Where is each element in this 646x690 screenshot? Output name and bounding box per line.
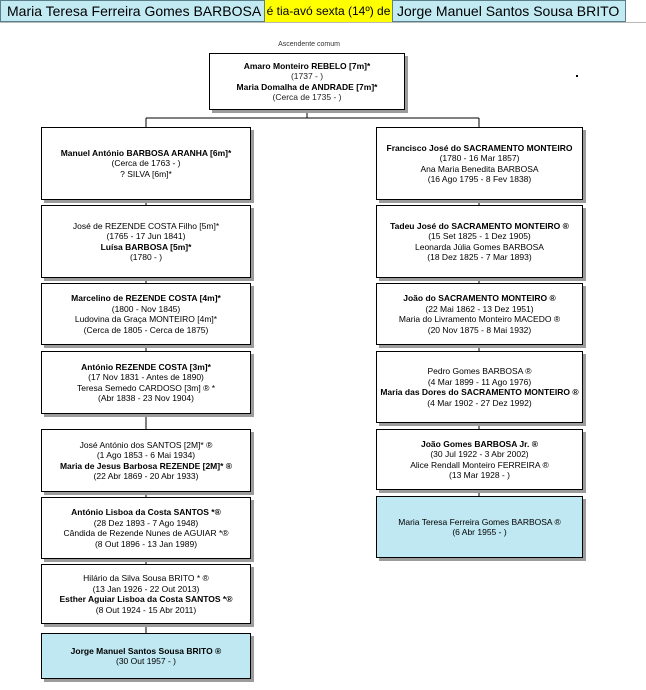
person-dates: (15 Set 1825 - 1 Dez 1905) xyxy=(428,231,531,241)
relation-label: é tia-avó sexta (14º) de xyxy=(265,0,392,22)
person-name: José de REZENDE COSTA Filho [5m]* xyxy=(72,220,220,231)
common-ancestor-dates-2: (Cerca de 1735 - ) xyxy=(272,92,342,102)
common-ancestor-name-1: Amaro Monteiro REBELO [7m]* xyxy=(243,60,371,71)
right-generation-box[interactable]: Tadeu José do SACRAMENTO MONTEIRO ® (15 … xyxy=(376,205,583,278)
person-b-header: Jorge Manuel Santos Sousa BRITO xyxy=(392,0,626,22)
left-generation-box[interactable]: José António dos SANTOS [2M]* ® (1 Ago 1… xyxy=(41,429,251,492)
spouse-dates: (20 Nov 1875 - 8 Mai 1932) xyxy=(427,324,532,335)
person-name: Hilário da Silva Sousa BRITO * ® xyxy=(83,573,209,583)
spouse-name: Luísa BARBOSA [5m]* xyxy=(100,241,192,252)
left-generation-box[interactable]: Manuel António BARBOSA ARANHA [6m]* (Cer… xyxy=(41,127,251,200)
left-generation-box[interactable]: Hilário da Silva Sousa BRITO * ® (13 Jan… xyxy=(41,564,251,624)
person-dates: (22 Mai 1862 - 13 Dez 1951) xyxy=(425,303,534,314)
spouse-dates: (4 Mar 1902 - 27 Dez 1992) xyxy=(427,397,532,408)
spouse-name: Teresa Semedo CARDOSO [3m] ® * xyxy=(76,382,216,393)
person-dates: (17 Nov 1831 - Antes de 1890) xyxy=(88,372,204,382)
spouse-dates: (8 Out 1896 - 13 Jan 1989) xyxy=(94,538,198,549)
person-name: Francisco José do SACRAMENTO MONTEIRO xyxy=(386,142,573,153)
spouse-dates: (13 Mar 1928 - ) xyxy=(449,470,510,480)
spouse-name: Maria das Dores do SACRAMENTO MONTEIRO ® xyxy=(380,387,579,397)
right-generation-box[interactable]: João do SACRAMENTO MONTEIRO ® (22 Mai 18… xyxy=(376,283,583,345)
person-dates: (30 Jul 1922 - 3 Abr 2002) xyxy=(430,449,529,459)
person-name: Tadeu José do SACRAMENTO MONTEIRO ® xyxy=(390,220,569,231)
spouse-name: Ludovina da Graça MONTEIRO [4m]* xyxy=(74,314,218,324)
person-name: António REZENDE COSTA [3m]* xyxy=(81,361,211,372)
spouse-dates: (8 Out 1924 - 15 Abr 2011) xyxy=(95,604,197,615)
spouse-dates: (22 Abr 1869 - 20 Abr 1933) xyxy=(93,471,199,481)
left-generation-box[interactable]: António Lisboa da Costa SANTOS *® (28 De… xyxy=(41,497,251,559)
person-dates: (1780 - 16 Mar 1857) xyxy=(439,153,520,163)
person-dates: (1800 - Nov 1845) xyxy=(111,303,181,314)
spouse-name: Alice Rendall Monteiro FERREIRA ® xyxy=(410,459,549,470)
right-generation-box[interactable]: Pedro Gomes BARBOSA ® (4 Mar 1899 - 11 A… xyxy=(376,351,583,423)
spouse-name: Leonarda Júlia Gomes BARBOSA xyxy=(415,241,544,252)
header-divider xyxy=(0,22,646,23)
common-ancestor-box[interactable]: Amaro Monteiro REBELO [7m]* (1737 - ) Ma… xyxy=(209,53,405,110)
person-name: António Lisboa da Costa SANTOS *® xyxy=(71,507,221,517)
left-generation-box[interactable]: Marcelino de REZENDE COSTA [4m]* (1800 -… xyxy=(41,283,251,345)
person-a-header: Maria Teresa Ferreira Gomes BARBOSA xyxy=(0,0,265,22)
spouse-name: ? SILVA [6m]* xyxy=(120,168,172,179)
spouse-dates: (16 Ago 1795 - 8 Fev 1838) xyxy=(427,174,532,184)
person-name: João Gomes BARBOSA Jr. ® xyxy=(421,438,538,449)
spouse-name: Maria do Livramento Monteiro MACEDO ® xyxy=(398,314,561,324)
person-name: Marcelino de REZENDE COSTA [4m]* xyxy=(71,293,221,303)
target-person-box-b[interactable]: Jorge Manuel Santos Sousa BRITO ® (30 Ou… xyxy=(41,633,251,679)
person-name: Pedro Gomes BARBOSA ® xyxy=(427,366,532,376)
spouse-name: Esther Aguiar Lisboa da Costa SANTOS *® xyxy=(59,594,233,604)
person-name: José António dos SANTOS [2M]* ® xyxy=(79,439,213,450)
person-dates: (13 Jan 1926 - 22 Out 2013) xyxy=(92,583,200,594)
right-generation-box[interactable]: João Gomes BARBOSA Jr. ® (30 Jul 1922 - … xyxy=(376,429,583,490)
left-generation-box[interactable]: António REZENDE COSTA [3m]* (17 Nov 1831… xyxy=(41,351,251,414)
spouse-dates: (Abr 1838 - 23 Nov 1904) xyxy=(98,393,194,403)
person-name: Manuel António BARBOSA ARANHA [6m]* xyxy=(60,147,232,158)
stray-dot xyxy=(576,75,578,77)
person-dates: (6 Abr 1955 - ) xyxy=(452,527,507,537)
person-dates: (28 Dez 1893 - 7 Ago 1948) xyxy=(93,517,199,528)
common-ancestor-caption: Ascendente comum xyxy=(278,41,340,48)
common-ancestor-dates-1: (1737 - ) xyxy=(290,71,324,81)
spouse-dates: (Cerca de 1805 - Cerca de 1875) xyxy=(83,324,209,335)
spouse-dates: (18 Dez 1825 - 7 Mar 1893) xyxy=(427,252,532,262)
spouse-name: Ana Maria Benedita BARBOSA xyxy=(420,163,539,174)
spouse-name: Cândida de Rezende Nunes de AGUIAR *® xyxy=(63,528,229,538)
target-person-box-a[interactable]: Maria Teresa Ferreira Gomes BARBOSA ® (6… xyxy=(376,496,583,558)
spouse-dates: (1780 - ) xyxy=(129,252,163,262)
person-dates: (4 Mar 1899 - 11 Ago 1976) xyxy=(427,376,532,387)
person-dates: (Cerca de 1763 - ) xyxy=(111,158,181,169)
person-dates: (30 Out 1957 - ) xyxy=(115,656,176,666)
person-dates: (1765 - 17 Jun 1841) xyxy=(106,231,186,241)
spouse-name: Maria de Jesus Barbosa REZENDE [2M]* ® xyxy=(59,460,233,471)
person-name: Maria Teresa Ferreira Gomes BARBOSA ® xyxy=(398,516,561,527)
person-name: João do SACRAMENTO MONTEIRO ® xyxy=(403,293,556,303)
person-name: Jorge Manuel Santos Sousa BRITO ® xyxy=(70,645,222,656)
left-generation-box[interactable]: José de REZENDE COSTA Filho [5m]* (1765 … xyxy=(41,205,251,278)
person-dates: (1 Ago 1853 - 6 Mai 1934) xyxy=(96,450,196,460)
common-ancestor-name-2: Maria Domalha de ANDRADE [7m]* xyxy=(236,81,378,92)
right-generation-box[interactable]: Francisco José do SACRAMENTO MONTEIRO (1… xyxy=(376,127,583,200)
